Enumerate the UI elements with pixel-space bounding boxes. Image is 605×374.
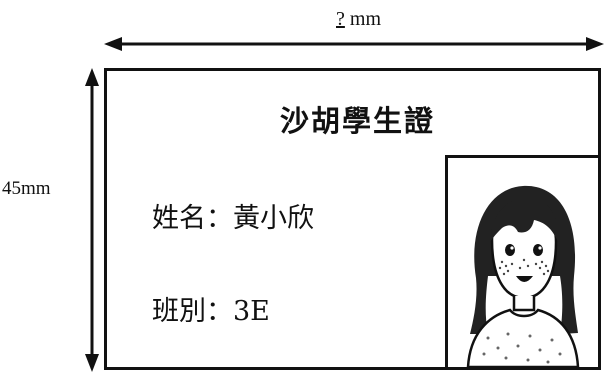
width-value: ? <box>336 8 345 30</box>
height-value: 45 <box>2 178 21 199</box>
name-separator: ： <box>206 203 233 234</box>
class-separator: ： <box>206 296 233 327</box>
height-arrow <box>85 68 99 372</box>
card-title: 沙胡學生證 <box>280 104 436 138</box>
name-value: 黃小欣 <box>233 203 314 234</box>
class-value: 3E <box>233 296 270 327</box>
height-unit: mm <box>21 178 51 199</box>
width-arrow <box>104 37 604 51</box>
height-dimension-label: 45mm <box>2 178 51 200</box>
photo-frame <box>445 155 601 370</box>
name-row: 姓名：黃小欣 <box>152 196 314 235</box>
class-row: 班別：3E <box>152 289 270 328</box>
class-label: 班別 <box>152 296 206 327</box>
name-label: 姓名 <box>152 203 206 234</box>
student-portrait-icon <box>466 185 580 367</box>
width-unit: mm <box>349 8 382 30</box>
width-dimension-label: ? mm <box>336 8 381 31</box>
